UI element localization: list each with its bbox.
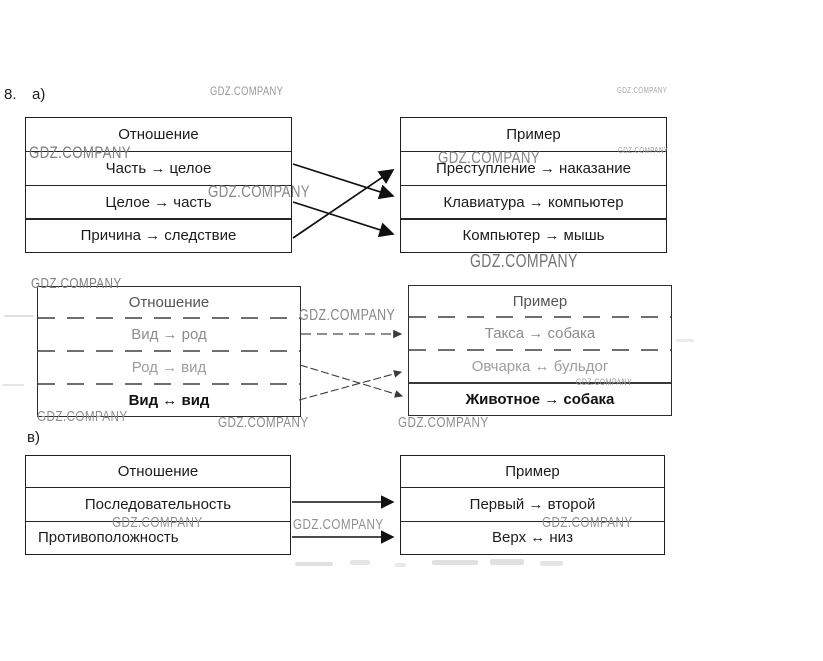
part-a-label: а) bbox=[32, 86, 46, 103]
table-row: Компьютер → мышь bbox=[462, 227, 605, 245]
table-row: Причина → следствие bbox=[80, 227, 237, 245]
scan-artifact bbox=[676, 339, 694, 342]
table-row: Последовательность bbox=[84, 495, 232, 513]
table-row: Вид → род bbox=[131, 326, 207, 343]
table-row: Животное → собака bbox=[465, 390, 615, 408]
exercise-number: 8. bbox=[4, 86, 17, 103]
row-divider bbox=[26, 184, 291, 187]
row-divider bbox=[26, 151, 291, 153]
scan-artifact bbox=[295, 562, 333, 566]
row-divider bbox=[38, 383, 300, 385]
watermark: GDZ.COMPANY bbox=[618, 146, 669, 155]
table-a-relation: Отношение Часть → целое Целое → часть Пр… bbox=[25, 117, 292, 253]
table-row: Первый → второй bbox=[469, 495, 596, 513]
watermark: GDZ.COMPANY bbox=[470, 251, 578, 271]
scan-artifact bbox=[432, 560, 478, 565]
table-b-relation: Отношение Вид → род Род → вид Вид ↔ вид bbox=[37, 286, 301, 417]
table-row: Противоположность bbox=[38, 529, 179, 547]
table-header: Пример bbox=[512, 292, 568, 310]
scan-artifact bbox=[2, 384, 24, 386]
table-row: Род → вид bbox=[131, 359, 207, 376]
scan-artifact bbox=[4, 315, 34, 317]
table-row: Вид ↔ вид bbox=[128, 392, 210, 409]
scan-artifact bbox=[490, 559, 524, 565]
table-row: Овчарка ↔ бульдог bbox=[471, 358, 609, 376]
table-b-example: Пример Такса → собака Овчарка ↔ бульдог … bbox=[408, 285, 672, 416]
row-divider bbox=[26, 487, 290, 489]
table-row: Верх ↔ низ bbox=[492, 529, 573, 547]
scan-artifact bbox=[395, 563, 406, 567]
watermark: GDZ.COMPANY bbox=[438, 148, 541, 167]
table-header: Отношение bbox=[117, 463, 199, 480]
watermark: GDZ.COMPANY bbox=[210, 84, 284, 98]
watermark: GDZ.COMPANY bbox=[37, 408, 128, 425]
part-v-label: в) bbox=[27, 429, 40, 446]
table-v-example: Пример Первый → второй Верх ↔ низ bbox=[400, 455, 665, 555]
row-divider bbox=[38, 350, 300, 352]
row-divider bbox=[401, 520, 664, 522]
table-header: Отношение bbox=[118, 126, 199, 143]
watermark: GDZ.COMPANY bbox=[299, 307, 396, 324]
scan-artifact bbox=[540, 561, 563, 566]
watermark: GDZ.COMPANY bbox=[218, 414, 309, 431]
arrow-b-species-species bbox=[298, 370, 403, 401]
row-divider bbox=[401, 184, 666, 187]
watermark: GDZ.COMPANY bbox=[398, 414, 489, 431]
watermark: GDZ.COMPANY bbox=[293, 516, 384, 533]
arrow-a-whole-part bbox=[292, 201, 395, 238]
watermark: GDZ.COMPANY bbox=[208, 182, 311, 201]
table-a-example: Пример Преступление → наказание Клавиату… bbox=[400, 117, 667, 253]
row-divider bbox=[26, 520, 290, 522]
watermark: GDZ.COMPANY bbox=[31, 275, 122, 292]
row-divider bbox=[401, 151, 666, 153]
row-divider bbox=[409, 349, 671, 352]
watermark: GDZ.COMPANY bbox=[542, 514, 633, 531]
row-divider bbox=[409, 382, 671, 384]
table-header: Пример bbox=[506, 126, 561, 143]
watermark: GDZ.COMPANY bbox=[617, 86, 668, 95]
arrow-a-cause-effect bbox=[292, 169, 395, 239]
scan-artifact bbox=[350, 560, 370, 565]
table-row: Часть → целое bbox=[105, 160, 212, 178]
table-header: Отношение bbox=[128, 293, 210, 311]
row-divider bbox=[409, 316, 671, 318]
table-row: Такса → собака bbox=[484, 325, 596, 343]
watermark: GDZ.COMPANY bbox=[576, 377, 633, 387]
row-divider bbox=[38, 317, 300, 319]
row-divider bbox=[26, 218, 291, 220]
row-divider bbox=[401, 218, 666, 220]
table-row: Целое → часть bbox=[105, 193, 212, 211]
table-row: Клавиатура → компьютер bbox=[443, 193, 624, 211]
table-row: Преступление → наказание bbox=[436, 160, 631, 178]
table-header: Пример bbox=[505, 463, 560, 480]
table-v-relation: Отношение Последовательность Противополо… bbox=[25, 455, 291, 555]
row-divider bbox=[401, 487, 664, 489]
watermark: GDZ.COMPANY bbox=[112, 514, 203, 531]
watermark: GDZ.COMPANY bbox=[29, 143, 132, 162]
arrow-b-genus-species bbox=[299, 364, 404, 398]
